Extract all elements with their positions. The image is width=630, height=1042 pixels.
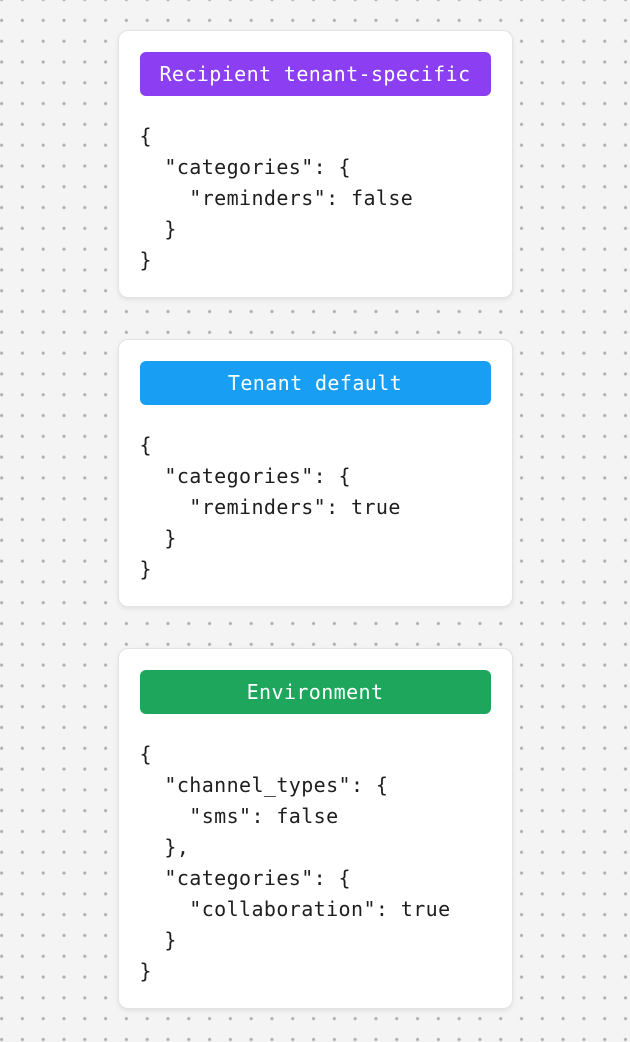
card-recipient-tenant-specific: Recipient tenant-specific { "categories"… — [117, 30, 513, 298]
card-environment: Environment { "channel_types": { "sms": … — [117, 648, 513, 1009]
badge-recipient-tenant-specific: Recipient tenant-specific — [139, 52, 491, 96]
card-tenant-default: Tenant default { "categories": { "remind… — [117, 339, 513, 607]
json-code-recipient-tenant-specific: { "categories": { "reminders": false } } — [139, 124, 414, 272]
json-code-environment: { "channel_types": { "sms": false }, "ca… — [139, 742, 451, 983]
json-code-tenant-default: { "categories": { "reminders": true } } — [139, 433, 401, 581]
badge-environment: Environment — [139, 670, 491, 714]
badge-tenant-default: Tenant default — [139, 361, 491, 405]
